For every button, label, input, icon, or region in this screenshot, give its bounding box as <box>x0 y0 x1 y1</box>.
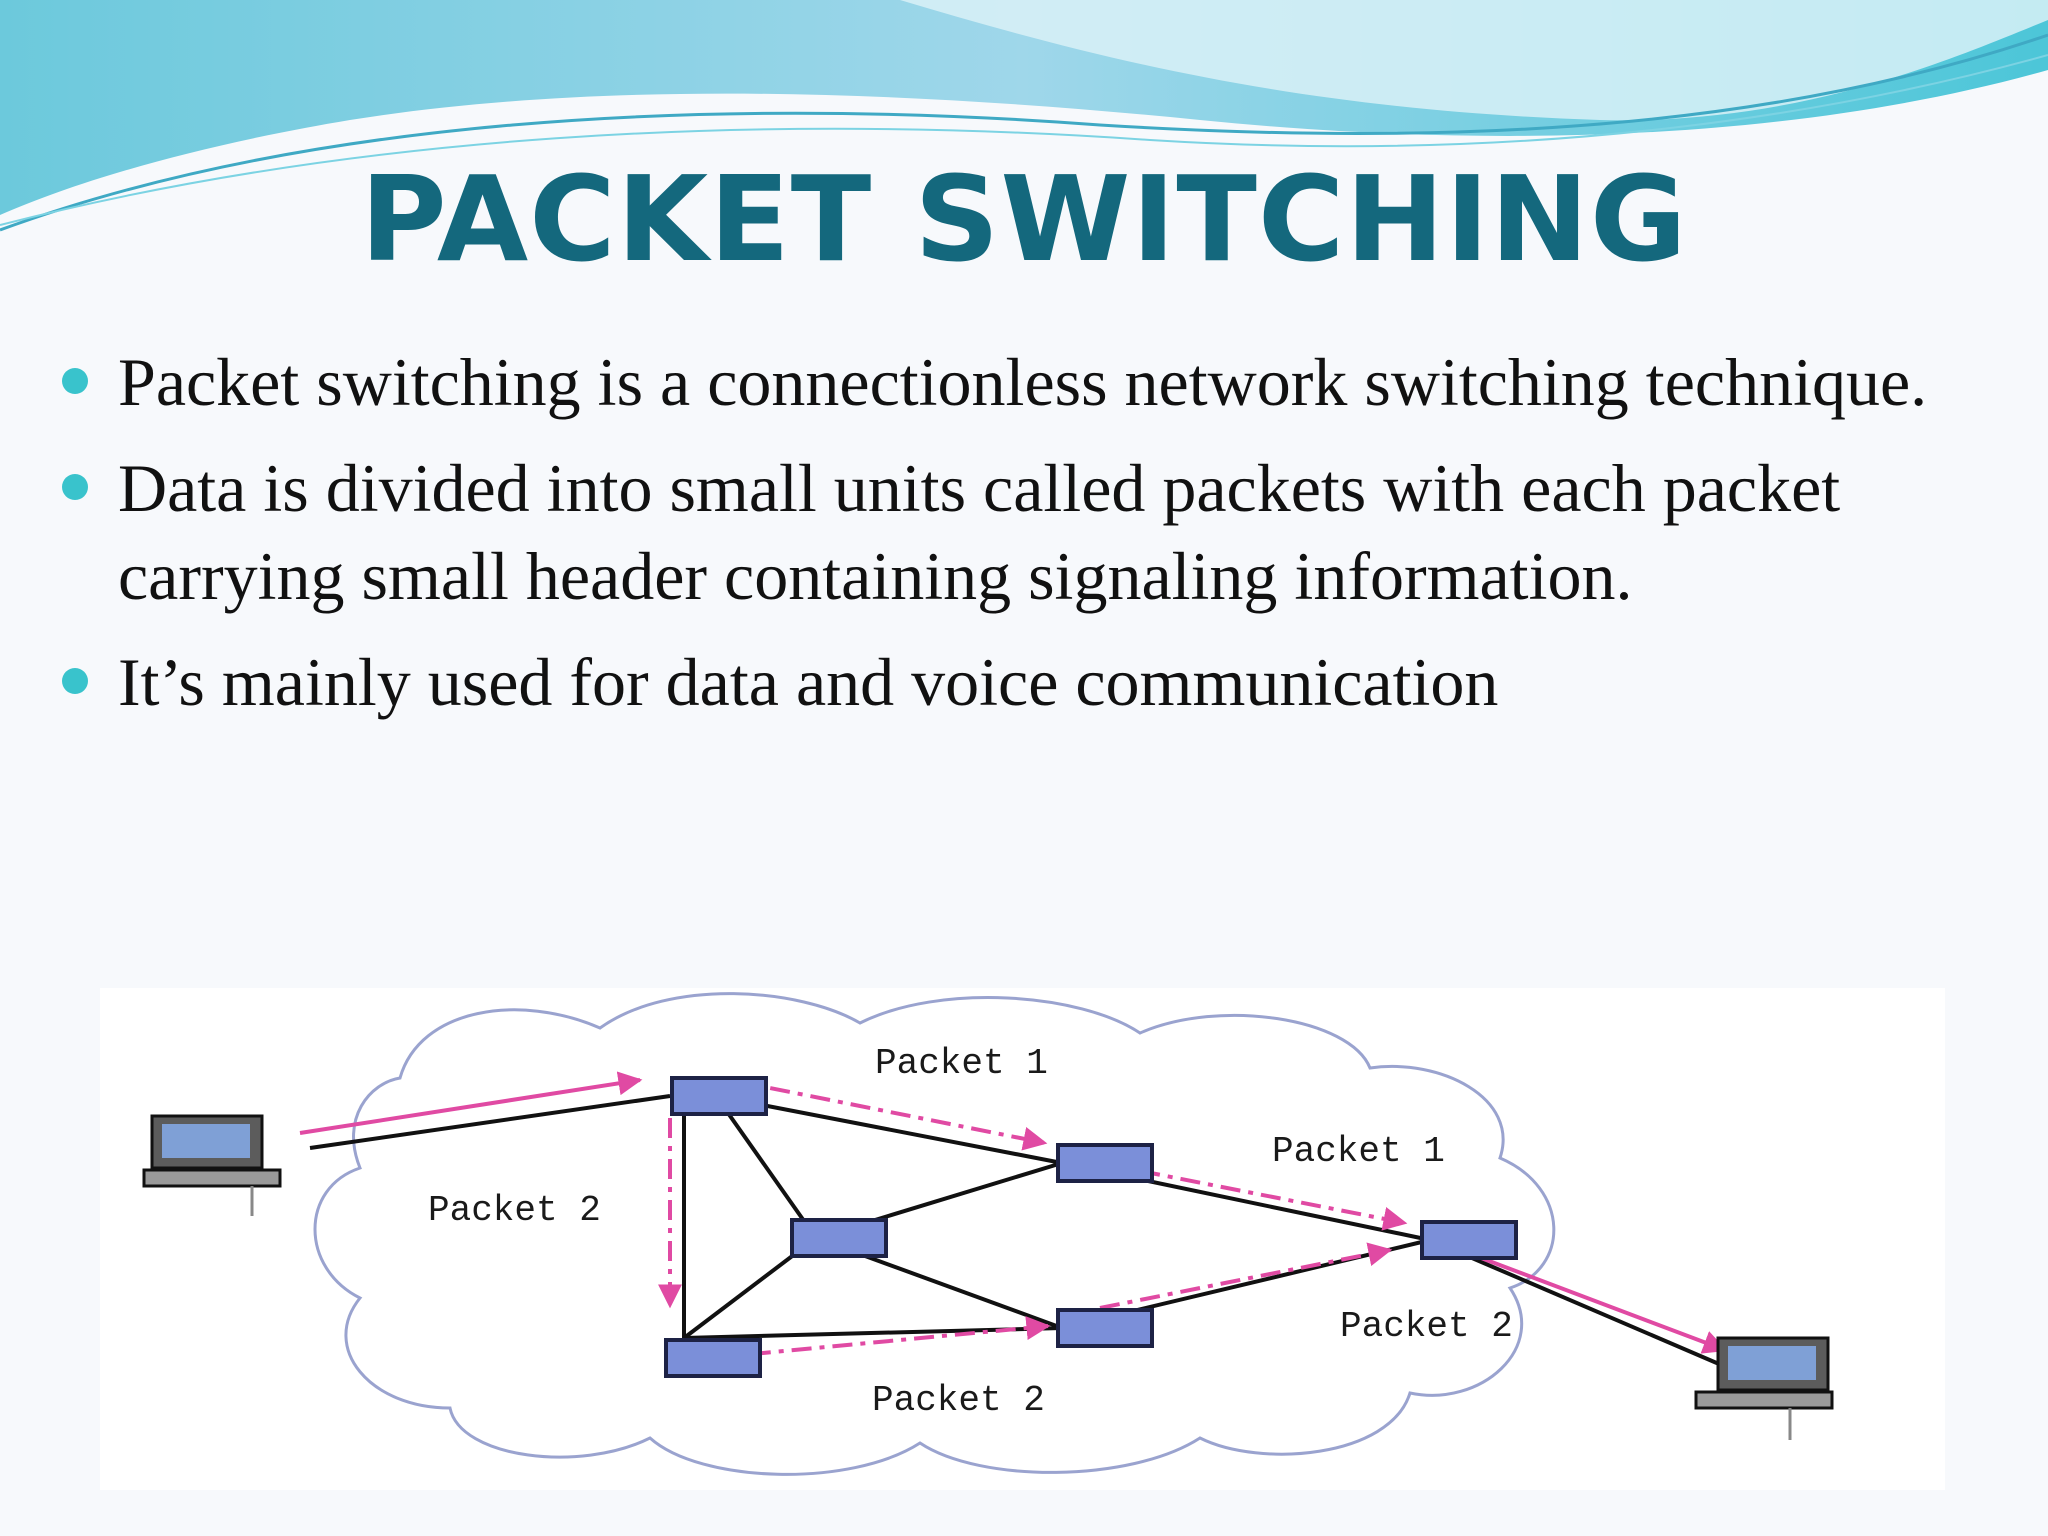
bullet-dot-icon <box>62 368 88 394</box>
router-node <box>1420 1220 1518 1260</box>
link <box>1429 1238 1741 1375</box>
computer-icon <box>1694 1336 1834 1440</box>
bullet-item: Packet switching is a connectionless net… <box>58 338 1988 426</box>
bullet-dot-icon <box>62 668 88 694</box>
bullet-item: It’s mainly used for data and voice comm… <box>58 638 1988 726</box>
label-packet-2-bottom: Packet 2 <box>872 1380 1045 1421</box>
network-diagram-svg: Packet 1 Packet 1 Packet 2 Packet 2 Pack… <box>142 992 1834 1476</box>
packet-arrow <box>299 1071 643 1135</box>
computer-icon <box>142 1114 282 1216</box>
router-node <box>1056 1308 1154 1348</box>
router-nodes <box>664 1076 1518 1378</box>
link <box>309 1094 671 1150</box>
router-node <box>790 1218 888 1258</box>
bullet-item: Data is divided into small units called … <box>58 444 1988 620</box>
link <box>714 1094 818 1240</box>
slide-title: PACKET SWITCHING <box>360 150 1688 288</box>
packet-flow-arrows <box>299 1071 1728 1360</box>
bullet-list: Packet switching is a connectionless net… <box>58 338 1988 744</box>
router-node <box>1056 1143 1154 1183</box>
packet-switching-diagram: Packet 1 Packet 1 Packet 2 Packet 2 Pack… <box>100 988 1945 1490</box>
label-packet-2-right: Packet 2 <box>1340 1306 1513 1347</box>
label-packet-1-top: Packet 1 <box>875 1043 1048 1084</box>
bullet-text: It’s mainly used for data and voice comm… <box>118 644 1499 720</box>
network-cloud <box>313 992 1556 1476</box>
packet-arrow <box>1099 1242 1393 1310</box>
link <box>715 1094 1063 1165</box>
packet-arrow <box>729 1078 1048 1151</box>
decorative-wave-header <box>0 0 2048 232</box>
router-node <box>670 1076 768 1116</box>
bullet-text: Packet switching is a connectionless net… <box>118 344 1928 420</box>
router-node <box>664 1338 762 1378</box>
bullet-dot-icon <box>62 474 88 500</box>
packet-arrow <box>709 1316 1051 1360</box>
bullet-text: Data is divided into small units called … <box>118 450 1841 614</box>
label-packet-1-right: Packet 1 <box>1272 1131 1445 1172</box>
packet-arrow <box>1459 1248 1728 1354</box>
label-packet-2-left: Packet 2 <box>428 1190 601 1231</box>
